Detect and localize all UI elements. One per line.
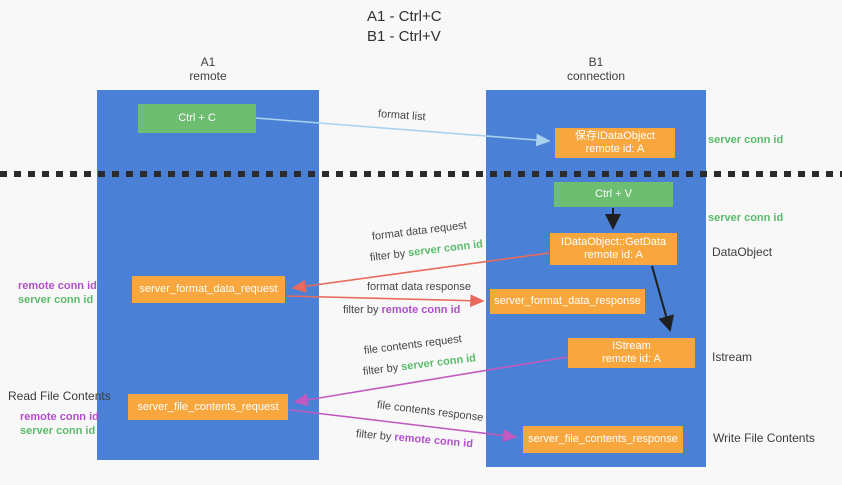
getdata-box: IDataObject::GetData remote id: A bbox=[550, 233, 677, 265]
diagram-title: A1 - Ctrl+C B1 - Ctrl+V bbox=[367, 7, 442, 47]
lane-b1-role: connection bbox=[566, 69, 626, 83]
lane-a1-role: remote bbox=[189, 69, 227, 83]
file-contents-response-filter-label: filter by remote conn id bbox=[355, 428, 473, 450]
istream-line2: remote id: A bbox=[602, 353, 661, 365]
ctrl-v-box: Ctrl + V bbox=[554, 182, 673, 207]
dataobject-annotation: DataObject bbox=[712, 245, 773, 259]
server-file-contents-response-label: server_file_contents_response bbox=[528, 433, 678, 445]
remote-conn-id-annotation-1: remote conn id bbox=[18, 280, 97, 292]
server-file-contents-request-label: server_file_contents_request bbox=[137, 400, 279, 413]
server-conn-id-annotation-1: server conn id bbox=[708, 134, 784, 146]
file-contents-request-filter-label: filter by server conn id bbox=[362, 352, 476, 378]
save-dataobject-line2: remote id: A bbox=[585, 143, 645, 155]
istream-line1: IStream bbox=[612, 340, 651, 352]
istream-box: IStream remote id: A bbox=[568, 338, 695, 368]
server-conn-id-annotation-3: server conn id bbox=[18, 294, 94, 306]
server-format-data-response-box: server_format_data_response bbox=[490, 289, 645, 314]
conn-id-annotation-pair-1: remote conn id server conn id bbox=[18, 279, 97, 307]
format-data-request-label: format data request bbox=[371, 219, 468, 243]
ctrl-v-label: Ctrl + V bbox=[595, 188, 632, 200]
title-line-2: B1 - Ctrl+V bbox=[367, 28, 441, 45]
remote-conn-id-key: remote conn id bbox=[381, 304, 461, 316]
conn-id-annotation-pair-2: remote conn id server conn id bbox=[20, 410, 99, 438]
server-conn-id-annotation-4: server conn id bbox=[20, 425, 96, 437]
getdata-line2: remote id: A bbox=[584, 249, 643, 261]
file-contents-response-label: file contents response bbox=[376, 399, 484, 424]
filter-by-text: filter by bbox=[362, 361, 402, 378]
lane-a1-header: A1 remote bbox=[97, 55, 319, 83]
istream-annotation: Istream bbox=[712, 350, 753, 364]
server-format-data-request-label: server_format_data_request bbox=[139, 283, 278, 295]
server-format-data-response-label: server_format_data_response bbox=[494, 295, 641, 307]
save-dataobject-box: 保存IDataObject remote id: A bbox=[555, 128, 675, 158]
format-data-request-filter-label: filter by server conn id bbox=[369, 238, 483, 264]
ctrl-c-box: Ctrl + C bbox=[138, 104, 256, 133]
server-file-contents-request-box: server_file_contents_request bbox=[128, 394, 288, 420]
write-file-contents-annotation: Write File Contents bbox=[713, 431, 815, 445]
filter-by-text: filter by bbox=[369, 247, 409, 264]
server-format-data-request-box: server_format_data_request bbox=[132, 276, 285, 303]
remote-conn-id-key: remote conn id bbox=[393, 431, 474, 451]
server-conn-id-key: server conn id bbox=[400, 352, 477, 374]
file-contents-request-label: file contents request bbox=[363, 333, 463, 357]
ctrl-c-label: Ctrl + C bbox=[178, 112, 216, 124]
lane-b1-name: B1 bbox=[588, 55, 604, 69]
read-file-contents-annotation: Read File Contents bbox=[8, 389, 111, 403]
filter-by-text: filter by bbox=[355, 428, 395, 444]
format-data-response-filter-label: filter by remote conn id bbox=[343, 304, 460, 316]
save-dataobject-line1: 保存IDataObject bbox=[574, 130, 656, 142]
filter-by-text: filter by bbox=[343, 304, 382, 316]
title-line-1: A1 - Ctrl+C bbox=[367, 8, 442, 25]
getdata-line1: IDataObject::GetData bbox=[560, 236, 667, 248]
server-conn-id-key: server conn id bbox=[407, 238, 484, 260]
format-list-label: format list bbox=[377, 108, 426, 124]
lane-b1-header: B1 connection bbox=[486, 55, 706, 83]
server-file-contents-response-box: server_file_contents_response bbox=[523, 426, 683, 453]
lane-a1-name: A1 bbox=[200, 55, 216, 69]
server-conn-id-annotation-2: server conn id bbox=[708, 212, 784, 224]
remote-conn-id-annotation-2: remote conn id bbox=[20, 411, 99, 423]
format-data-response-label: format data response bbox=[367, 281, 471, 293]
